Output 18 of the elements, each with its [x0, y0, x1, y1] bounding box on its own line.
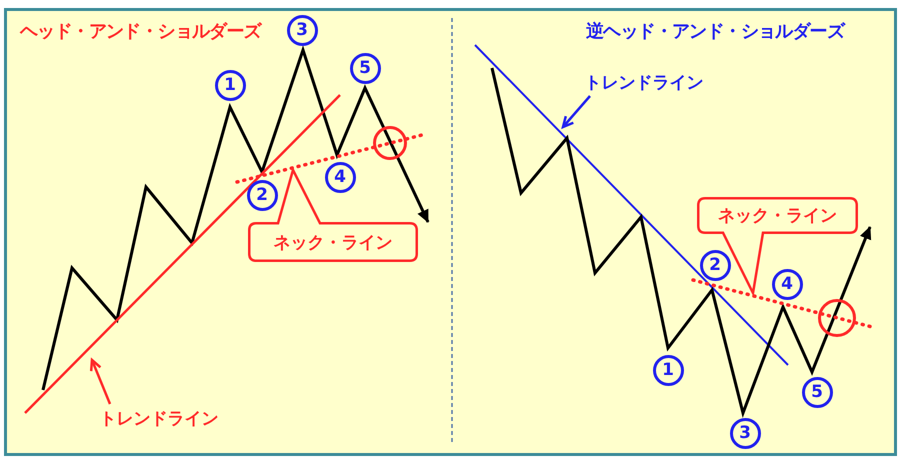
highlight-ring: [373, 126, 407, 160]
callout-number: 2: [700, 250, 730, 280]
callout-number: 3: [730, 418, 760, 448]
callout-number: 5: [802, 376, 832, 408]
callout-number: 1: [214, 70, 246, 100]
leader-arrow: [90, 358, 112, 404]
callout-number: 5: [350, 52, 380, 84]
leader-arrow: [562, 95, 591, 128]
panel-title: 逆ヘッド・アンド・ショルダーズ: [586, 20, 844, 43]
trendline-label: トレンドライン: [92, 404, 226, 432]
panel-title: ヘッド・アンド・ショルダーズ: [20, 20, 261, 43]
callout-number: 1: [652, 354, 684, 386]
callout-number: 4: [772, 268, 802, 300]
trendline-label: トレンドライン: [576, 68, 712, 96]
callout-number: 4: [324, 162, 356, 192]
highlight-ring: [818, 299, 856, 337]
callout-number: 3: [286, 14, 318, 46]
callout-number: 2: [246, 180, 278, 210]
